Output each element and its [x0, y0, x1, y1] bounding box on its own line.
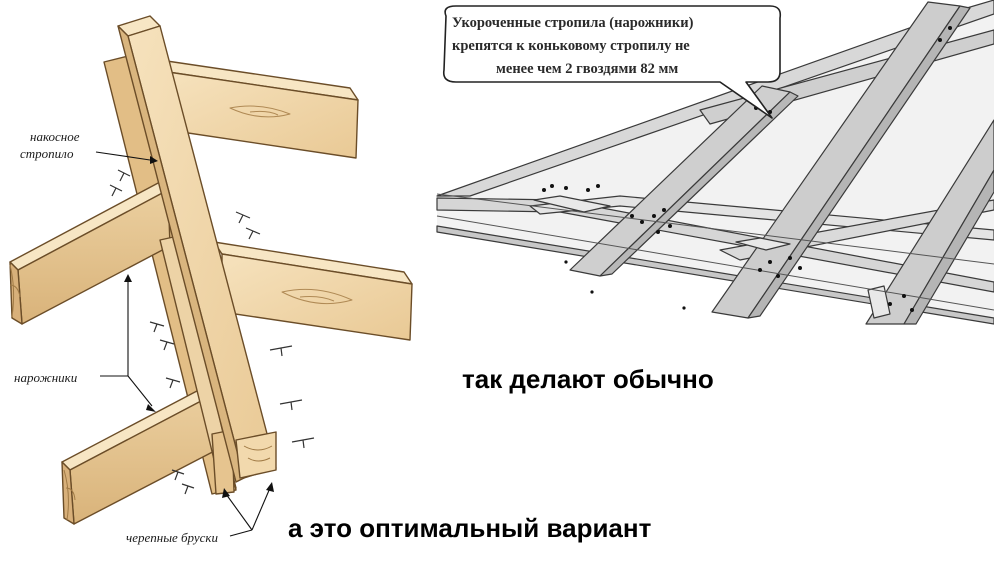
leader-lines — [95, 151, 274, 537]
jack-rafter-upper-left — [9, 181, 171, 325]
roof-frame-drawing — [436, 0, 994, 325]
callout-bubble: Укороченные стропила (нарожники) крепятс… — [442, 5, 782, 119]
label-skull-bars: черепные бруски — [126, 530, 219, 545]
label-hip-rafter-2: стропило — [20, 146, 74, 161]
caption-optimal: а это оптимальный вариант — [288, 513, 652, 543]
label-hip-rafter-1: накосное — [30, 129, 80, 144]
callout-line-2: крепятся к коньковому стропилу не — [452, 38, 690, 54]
callout-line-3: менее чем 2 гвоздями 82 мм — [496, 61, 678, 77]
caption-usual: так делают обычно — [462, 364, 714, 394]
callout-line-1: Укороченные стропила (нарожники) — [452, 15, 694, 31]
hip-rafter-assembly — [9, 15, 413, 525]
jack-rafter-middle-right — [213, 241, 413, 341]
label-jack-rafters: нарожники — [14, 370, 78, 385]
hip-rafter-front — [117, 15, 277, 483]
nails-left — [109, 169, 315, 495]
